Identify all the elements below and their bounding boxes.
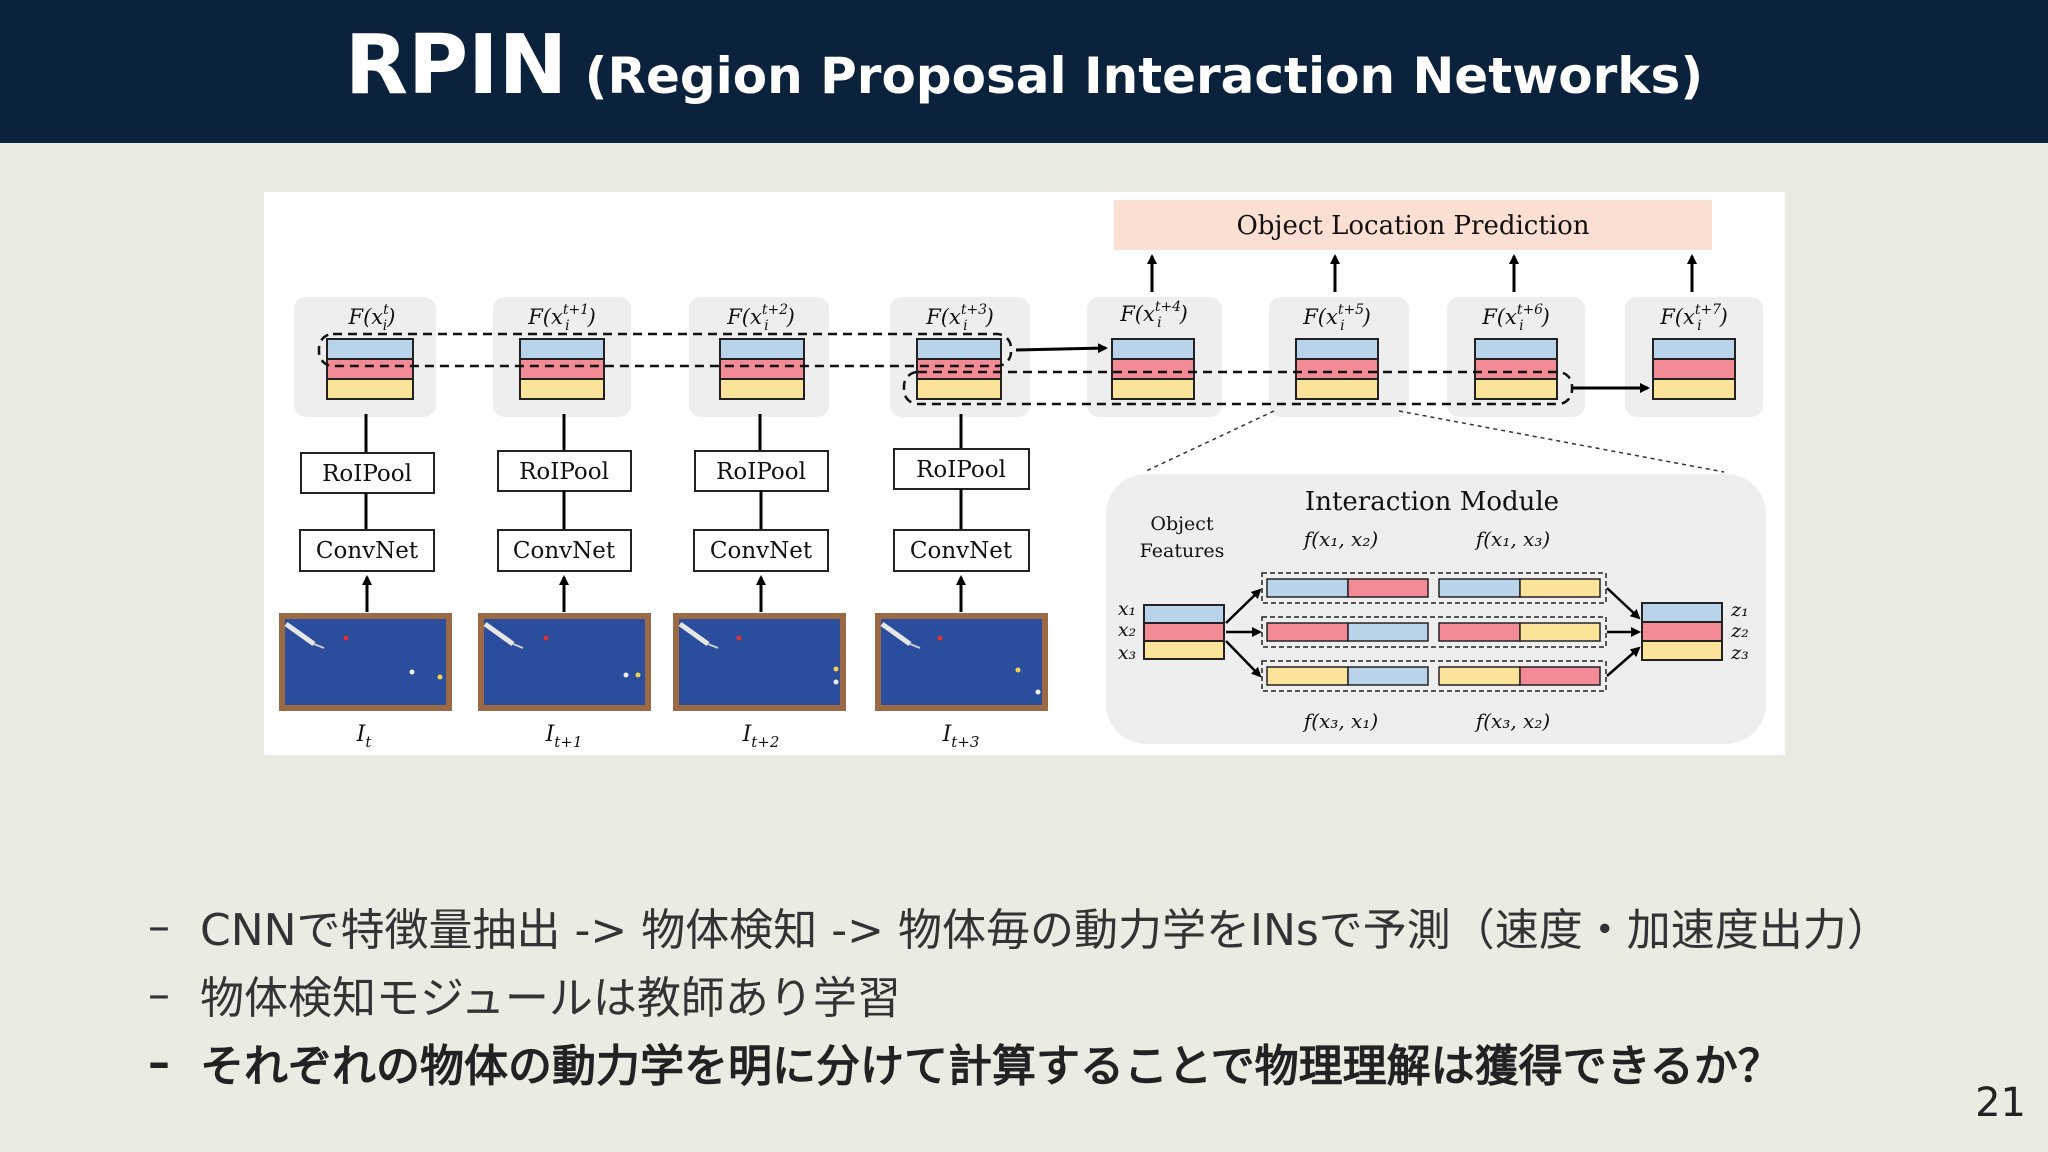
fanout-arrow — [1225, 588, 1262, 624]
bullet-item: –CNNで特徴量抽出 -> 物体検知 -> 物体毎の動力学をINsで予測（速度・… — [148, 892, 2008, 960]
svg-text:RoIPool: RoIPool — [916, 457, 1006, 483]
pair-row-outline — [1261, 660, 1607, 692]
billiards-frame-t3 — [875, 613, 1048, 711]
rollout-arrow — [1015, 343, 1108, 354]
bullet-item: –それぞれの物体の動力学を明に分けて計算することで物理理解は獲得できるか？ — [148, 1028, 2008, 1096]
feature-stack-t4 — [1111, 338, 1195, 400]
feature-stack-t — [326, 338, 414, 400]
fanin-arrow — [1606, 646, 1641, 677]
bullet-list: –CNNで特徴量抽出 -> 物体検知 -> 物体毎の動力学をINsで予測（速度・… — [148, 892, 2008, 1096]
roipool-box: RoIPool — [497, 450, 632, 492]
pair-label: f(x₁, x₂) — [1302, 527, 1378, 551]
frame-label-t3: It+3 — [942, 722, 980, 751]
input-label: x₁ — [1118, 598, 1136, 620]
convnet-box: ConvNet — [893, 529, 1030, 572]
bullet-text: 物体検知モジュールは教師あり学習 — [200, 973, 901, 1024]
input-label: x₂ — [1118, 619, 1136, 641]
prediction-bar — [1114, 200, 1712, 250]
feature-stack-t2 — [719, 338, 805, 400]
interaction-module-title: Interaction Module — [1305, 487, 1559, 517]
frame-label-t1: It+1 — [545, 722, 583, 751]
pair-label: f(x₃, x₂) — [1474, 709, 1550, 733]
title-bar — [0, 0, 2048, 143]
pair-label: f(x₃, x₁) — [1302, 709, 1378, 733]
roipool-box: RoIPool — [893, 448, 1030, 490]
convnet-box: ConvNet — [497, 529, 632, 572]
page-number: 21 — [1975, 1080, 2026, 1126]
output-feature-stack — [1641, 602, 1723, 661]
prediction-label: Object Location Prediction — [1236, 211, 1589, 241]
svg-text:ConvNet: ConvNet — [710, 538, 813, 564]
pair-label: f(x₁, x₃) — [1474, 527, 1550, 551]
svg-text:RoIPool: RoIPool — [322, 461, 412, 487]
feature-stack-t5 — [1295, 338, 1379, 400]
frame-label-t2: It+2 — [742, 722, 780, 751]
pair-row-1 — [1266, 578, 1601, 598]
billiards-frame-t2 — [673, 613, 846, 711]
svg-text:RoIPool: RoIPool — [519, 459, 609, 485]
pair-row-3 — [1266, 666, 1601, 686]
billiards-frame-t1 — [478, 613, 651, 711]
output-label: z₁ — [1730, 599, 1749, 621]
svg-text:RoIPool: RoIPool — [716, 459, 806, 485]
object-features-label: Features — [1140, 540, 1225, 562]
roipool-box: RoIPool — [694, 450, 829, 492]
convnet-box: ConvNet — [299, 529, 435, 572]
object-features-label: Object — [1150, 513, 1214, 535]
input-label: x₃ — [1118, 642, 1136, 664]
output-label: z₂ — [1730, 620, 1749, 642]
zoom-guide-line — [1143, 410, 1275, 473]
feature-stack-t7 — [1652, 338, 1736, 400]
input-feature-stack — [1143, 604, 1225, 660]
temporal-group-outline-1 — [317, 332, 1013, 368]
fanin-arrow — [1606, 587, 1641, 620]
feature-stack-t6 — [1474, 338, 1558, 400]
roipool-box: RoIPool — [300, 452, 435, 494]
svg-text:ConvNet: ConvNet — [513, 538, 616, 564]
bullet-text: それぞれの物体の動力学を明に分けて計算することで物理理解は獲得できるか？ — [200, 1041, 1782, 1092]
frame-label-t: It — [356, 722, 373, 751]
fanout-arrow — [1225, 640, 1262, 678]
title-subtitle: (Region Proposal Interaction Networks) — [567, 47, 1704, 105]
svg-text:ConvNet: ConvNet — [910, 538, 1013, 564]
zoom-guide-line — [1398, 410, 1725, 473]
pair-row-outline — [1261, 572, 1607, 604]
output-label: z₃ — [1730, 642, 1749, 664]
pair-row-outline — [1261, 616, 1607, 648]
pair-row-2 — [1266, 622, 1601, 642]
feature-stack-t1 — [519, 338, 605, 400]
slide-title: RPIN (Region Proposal Interaction Networ… — [0, 18, 2048, 113]
billiards-frame-t — [279, 613, 452, 711]
svg-text:ConvNet: ConvNet — [316, 538, 419, 564]
title-main: RPIN — [344, 18, 568, 113]
convnet-box: ConvNet — [693, 529, 829, 572]
feature-stack-t3 — [916, 338, 1002, 400]
bullet-item: –物体検知モジュールは教師あり学習 — [148, 960, 2008, 1028]
bullet-text: CNNで特徴量抽出 -> 物体検知 -> 物体毎の動力学をINsで予測（速度・加… — [200, 905, 1891, 956]
